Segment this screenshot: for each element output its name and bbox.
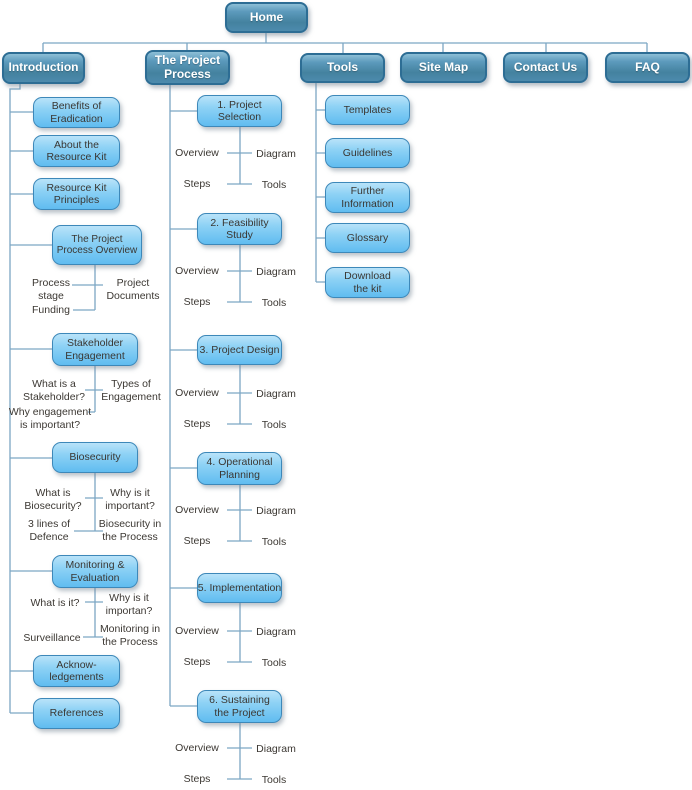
node-biosecurity[interactable]: Biosecurity xyxy=(52,442,138,473)
introduction-subtree-lines xyxy=(72,265,103,638)
node-contact-us[interactable]: Contact Us xyxy=(503,52,588,83)
node-templates[interactable]: Templates xyxy=(325,95,410,125)
node-monitoring-evaluation[interactable]: Monitoring & Evaluation xyxy=(52,555,138,588)
node-why-is-it-important[interactable]: Why is it important? xyxy=(105,487,155,513)
link-tools-4[interactable]: Tools xyxy=(261,536,287,548)
node-6-sustaining-the-project[interactable]: 6. Sustaining the Project xyxy=(197,690,282,723)
introduction-trunk-line xyxy=(9,84,52,714)
node-further-information[interactable]: Further Information xyxy=(325,182,410,213)
link-steps-5[interactable]: Steps xyxy=(183,656,211,668)
node-references[interactable]: References xyxy=(33,698,120,729)
link-tools-2[interactable]: Tools xyxy=(261,297,287,309)
process-subtree-lines xyxy=(227,127,252,780)
node-what-is-a-stakeholder[interactable]: What is a Stakeholder? xyxy=(23,378,85,404)
link-overview-5[interactable]: Overview xyxy=(175,625,219,637)
node-benefits-of-eradication[interactable]: Benefits of Eradication xyxy=(33,97,120,128)
node-glossary[interactable]: Glossary xyxy=(325,223,410,253)
node-why-engagement-is-important[interactable]: Why engagement is important? xyxy=(8,406,92,432)
node-faq[interactable]: FAQ xyxy=(605,52,690,83)
link-diagram-1[interactable]: Diagram xyxy=(256,148,296,160)
link-diagram-4[interactable]: Diagram xyxy=(256,505,296,517)
node-stakeholder-engagement[interactable]: Stakeholder Engagement xyxy=(52,333,138,366)
link-tools-6[interactable]: Tools xyxy=(261,774,287,786)
node-what-is-biosecurity[interactable]: What is Biosecurity? xyxy=(24,487,82,513)
link-steps-6[interactable]: Steps xyxy=(183,773,211,785)
node-why-is-it-importan[interactable]: Why is it importan? xyxy=(105,592,153,618)
tools-trunk-line xyxy=(315,83,325,283)
node-process-stage[interactable]: Process stage xyxy=(32,277,70,303)
node-surveillance[interactable]: Surveillance xyxy=(23,632,81,644)
node-acknowledgements[interactable]: Acknow-ledgements xyxy=(33,655,120,687)
node-3-project-design[interactable]: 3. Project Design xyxy=(197,335,282,365)
node-4-operational-planning[interactable]: 4. Operational Planning xyxy=(197,452,282,485)
top-rail-line xyxy=(42,33,648,53)
node-biosecurity-in-the-process[interactable]: Biosecurity in the Process xyxy=(98,518,162,544)
link-tools-1[interactable]: Tools xyxy=(261,179,287,191)
link-diagram-2[interactable]: Diagram xyxy=(256,266,296,278)
link-tools-3[interactable]: Tools xyxy=(261,419,287,431)
node-tools[interactable]: Tools xyxy=(300,53,385,83)
node-download-the-kit[interactable]: Download the kit xyxy=(325,267,410,298)
link-steps-1[interactable]: Steps xyxy=(183,178,211,190)
node-site-map[interactable]: Site Map xyxy=(400,52,487,83)
link-diagram-3[interactable]: Diagram xyxy=(256,388,296,400)
node-3-lines-of-defence[interactable]: 3 lines of Defence xyxy=(27,518,71,544)
node-project-process-overview[interactable]: The Project Process Overview xyxy=(52,225,142,265)
link-overview-3[interactable]: Overview xyxy=(175,387,219,399)
node-project-documents[interactable]: Project Documents xyxy=(106,277,160,303)
node-home[interactable]: Home xyxy=(225,2,308,33)
link-overview-1[interactable]: Overview xyxy=(175,147,219,159)
node-5-implementation[interactable]: 5. Implementation xyxy=(197,573,282,603)
link-diagram-6[interactable]: Diagram xyxy=(256,743,296,755)
node-introduction[interactable]: Introduction xyxy=(2,52,85,84)
node-types-of-engagement[interactable]: Types of Engagement xyxy=(101,378,161,404)
link-overview-4[interactable]: Overview xyxy=(175,504,219,516)
link-steps-4[interactable]: Steps xyxy=(183,535,211,547)
node-what-is-it[interactable]: What is it? xyxy=(30,597,80,609)
node-about-the-resource-kit[interactable]: About the Resource Kit xyxy=(33,135,120,167)
node-the-project-process[interactable]: The Project Process xyxy=(145,50,230,85)
node-2-feasibility-study[interactable]: 2. Feasibility Study xyxy=(197,213,282,245)
node-1-project-selection[interactable]: 1. Project Selection xyxy=(197,95,282,127)
link-overview-6[interactable]: Overview xyxy=(175,742,219,754)
node-resource-kit-principles[interactable]: Resource Kit Principles xyxy=(33,178,120,210)
node-guidelines[interactable]: Guidelines xyxy=(325,138,410,168)
link-steps-2[interactable]: Steps xyxy=(183,296,211,308)
process-trunk-line xyxy=(169,85,197,707)
link-diagram-5[interactable]: Diagram xyxy=(256,626,296,638)
node-monitoring-in-the-process[interactable]: Monitoring in the Process xyxy=(99,623,161,649)
link-overview-2[interactable]: Overview xyxy=(175,265,219,277)
node-funding[interactable]: Funding xyxy=(32,304,70,316)
link-tools-5[interactable]: Tools xyxy=(261,657,287,669)
link-steps-3[interactable]: Steps xyxy=(183,418,211,430)
